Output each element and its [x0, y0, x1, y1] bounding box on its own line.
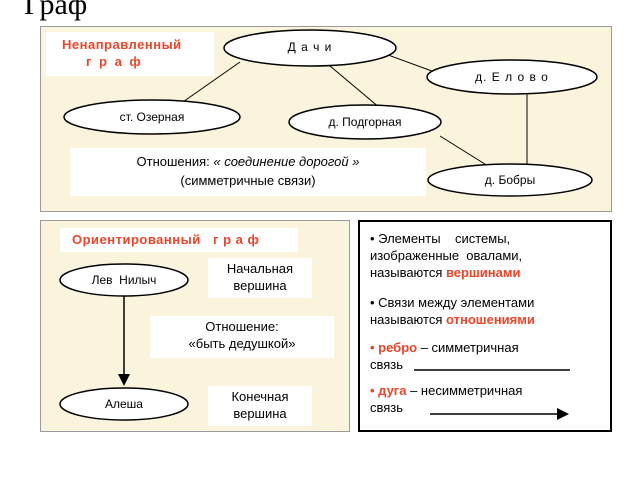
end-vertex-label-line1: Конечная: [231, 389, 289, 404]
def-edge-rest: – симметричная: [417, 340, 519, 355]
node-dachi-label: Д а ч и: [287, 40, 333, 54]
definition-edge: • ребро – симметричная связь: [370, 339, 606, 373]
def-arc-term: • дуга: [370, 383, 407, 398]
edge-dachi-ozernaya: [179, 61, 241, 105]
undirected-title-line2: г р а ф: [86, 54, 143, 69]
node-lev-nilych: [59, 263, 189, 297]
node-podgornaya-label: д. Подгорная: [328, 115, 402, 129]
node-lev-nilych-label: Лев Нилыч: [91, 273, 157, 287]
node-bobry: [427, 163, 593, 197]
def-arc-line2: связь: [370, 400, 404, 415]
def-edge-term: • ребро: [370, 340, 418, 355]
directed-relation-line1: Отношение:: [205, 319, 279, 334]
node-podgornaya: [288, 104, 442, 140]
edge-dachi-elovo: [379, 51, 441, 75]
def-arc-rest: – несимметричная: [406, 383, 523, 398]
def-vertices-prefix: называются: [370, 265, 446, 280]
node-alesha: [59, 387, 189, 421]
node-elovo-label: д. Е л о в о: [475, 70, 549, 84]
def-edge-line1: • ребро – симметричная: [370, 339, 606, 356]
undirected-relation-prefix: Отношения:: [136, 154, 214, 169]
undirected-title-box: Ненаправленный г р а ф: [46, 32, 214, 76]
def-arc-line1: • дуга – несимметричная: [370, 382, 606, 399]
start-vertex-label-box: Начальная вершина: [208, 258, 312, 298]
end-vertex-label-box: Конечная вершина: [208, 386, 312, 426]
node-ozernaya-label: ст. Озерная: [119, 110, 185, 124]
start-vertex-label-line1: Начальная: [226, 261, 294, 276]
def-vertices-line1: • Элементы системы,: [370, 231, 511, 246]
node-ozernaya: [63, 99, 241, 135]
def-relations-term: отношениями: [445, 312, 535, 327]
definition-vertices: • Элементы системы, изображенные овалами…: [370, 230, 606, 281]
def-edge-line2: связь: [370, 357, 404, 372]
directed-relation-box: Отношение: «быть дедушкой»: [150, 316, 334, 358]
node-dachi: [223, 29, 397, 67]
undirected-title-line1: Ненаправленный: [62, 37, 182, 52]
edge-dachi-podgornaya: [329, 65, 381, 109]
node-bobry-label: д. Бобры: [484, 173, 536, 187]
def-relations-line1: • Связи между элементами: [370, 295, 535, 310]
directed-title-box: Ориентированный г р а ф: [60, 228, 298, 252]
start-vertex-label-line2: вершина: [233, 278, 287, 293]
def-vertices-term: вершинами: [445, 265, 521, 280]
def-relations-line2: называются отношениями: [370, 311, 606, 328]
undirected-relation-text: « соединение дорогой »: [213, 154, 360, 169]
undirected-relation-line1: Отношения: « соединение дорогой »: [70, 154, 426, 169]
directed-relation-line2: «быть дедушкой»: [188, 336, 296, 351]
definition-arc: • дуга – несимметричная связь: [370, 382, 606, 416]
def-vertices-line2: изображенные овалами,: [370, 248, 523, 263]
end-vertex-label-line2: вершина: [233, 406, 287, 421]
directed-title: Ориентированный г р а ф: [72, 232, 260, 247]
definition-relations: • Связи между элементами называются отно…: [370, 294, 606, 328]
page-title: Граф: [24, 0, 88, 21]
def-vertices-line3: называются вершинами: [370, 264, 606, 281]
node-elovo: [426, 59, 598, 95]
edge-podgornaya-bobry: [439, 135, 489, 167]
undirected-relation-box: Отношения: « соединение дорогой » (симме…: [70, 148, 426, 196]
node-alesha-label: Алеша: [105, 397, 143, 411]
undirected-relation-note: (симметричные связи): [180, 173, 316, 188]
definitions-panel: [358, 220, 612, 432]
def-relations-prefix: называются: [370, 312, 446, 327]
